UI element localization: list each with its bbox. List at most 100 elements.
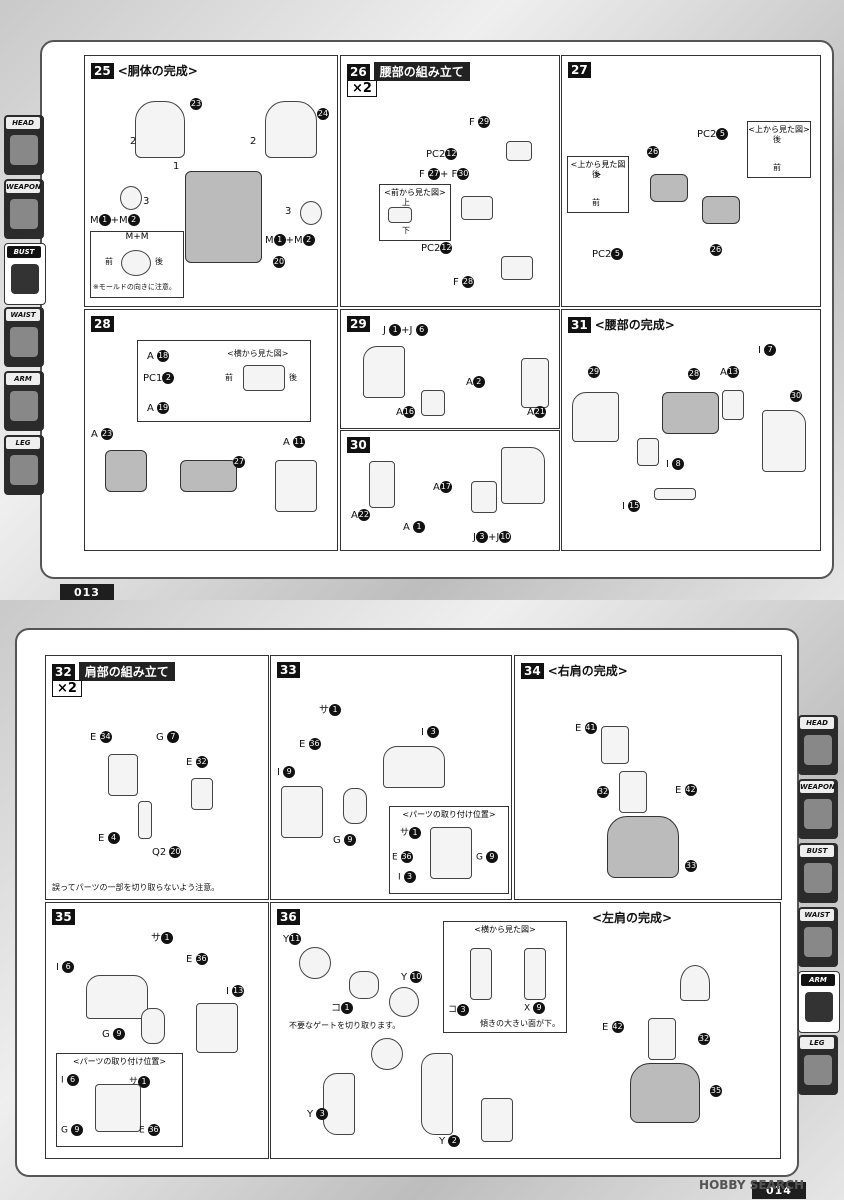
part-diagram bbox=[461, 196, 493, 220]
tab-waist[interactable]: WAIST bbox=[4, 307, 44, 367]
top-view-inset: <上から見た図> 後 前 bbox=[747, 121, 811, 178]
label: X bbox=[524, 1003, 531, 1014]
tab-head[interactable]: HEAD bbox=[798, 715, 838, 775]
label: A bbox=[466, 377, 473, 388]
part-diagram bbox=[421, 1053, 453, 1135]
step-title: 腰部の組み立て bbox=[373, 62, 470, 81]
callout: 17 bbox=[439, 481, 452, 493]
gate-note: 不要なゲートを切り取ります。 bbox=[289, 1021, 401, 1030]
label: A bbox=[403, 522, 410, 533]
tab-bust[interactable]: BUST bbox=[4, 243, 46, 305]
tab-label: HEAD bbox=[800, 717, 834, 729]
quantity-multiplier: ×2 bbox=[52, 680, 82, 697]
label: F bbox=[453, 277, 459, 288]
label: Q2 bbox=[152, 847, 167, 858]
step-number: 32 bbox=[52, 663, 75, 680]
label: I bbox=[398, 872, 401, 883]
step-header: 35 bbox=[52, 909, 75, 925]
inset-title: <横から見た図> bbox=[474, 925, 536, 934]
tab-label: WAIST bbox=[800, 909, 834, 921]
step-number: 27 bbox=[568, 62, 591, 78]
step-header: 29 bbox=[347, 316, 370, 332]
caution-note: 誤ってパーツの一部を切り取らないよう注意。 bbox=[52, 883, 220, 892]
waist-joint-diagram bbox=[650, 174, 688, 202]
part-diagram bbox=[243, 365, 285, 391]
label: +M bbox=[133, 232, 149, 242]
tab-leg[interactable]: LEG bbox=[798, 1035, 838, 1095]
tab-arm[interactable]: ARM bbox=[798, 971, 840, 1033]
step-title: <右肩の完成> bbox=[547, 664, 628, 678]
label: A bbox=[396, 407, 403, 418]
inset-title: <パーツの取り付け位置> bbox=[72, 1057, 167, 1066]
tab-weapon[interactable]: WEAPON bbox=[798, 779, 838, 839]
tab-label: HEAD bbox=[6, 117, 40, 129]
callout: 26 bbox=[710, 244, 722, 256]
step-number: 30 bbox=[347, 437, 370, 453]
hobby-search-watermark: HOBBY SEARCH bbox=[699, 1178, 804, 1192]
part-diagram bbox=[524, 948, 546, 1000]
callout: 32 bbox=[597, 786, 609, 798]
step-number: 25 bbox=[91, 62, 114, 79]
step-ref: 2 bbox=[250, 136, 257, 147]
head-icon bbox=[10, 135, 38, 165]
tab-arm[interactable]: ARM bbox=[4, 371, 44, 431]
step-header: 34<右肩の完成> bbox=[521, 662, 628, 679]
tab-label: WEAPON bbox=[6, 181, 41, 193]
label: +J bbox=[401, 325, 413, 336]
callout: 27 bbox=[427, 168, 440, 180]
tab-leg[interactable]: LEG bbox=[4, 435, 44, 495]
part-diagram bbox=[191, 778, 213, 810]
callout: 35 bbox=[710, 1085, 722, 1097]
waist-joint-diagram bbox=[702, 196, 740, 224]
top-view-inset: <上から見た図> 後 前 bbox=[567, 156, 629, 213]
weapon-icon bbox=[804, 799, 832, 829]
inset-title: <前から見た図> bbox=[384, 188, 446, 197]
callout: 28 bbox=[461, 276, 474, 288]
tab-weapon[interactable]: WEAPON bbox=[4, 179, 44, 239]
callout: 1 bbox=[98, 214, 111, 226]
part-diagram bbox=[680, 965, 710, 1001]
back-label: 後 bbox=[592, 170, 600, 179]
tab-label: LEG bbox=[800, 1037, 834, 1049]
part-diagram bbox=[141, 1008, 165, 1044]
callout: 19 bbox=[157, 402, 170, 414]
step-title: 肩部の組み立て bbox=[78, 662, 175, 681]
tab-bust[interactable]: BUST bbox=[798, 843, 838, 903]
part-diagram bbox=[196, 1003, 238, 1053]
bottom-manual-page: HEAD WEAPON BUST WAIST ARM LEG 014 HOBBY… bbox=[0, 600, 844, 1200]
label: G bbox=[102, 1029, 110, 1040]
part-diagram bbox=[120, 186, 142, 210]
label: I bbox=[56, 962, 59, 973]
inset-title: <横から見た図> bbox=[227, 349, 289, 358]
label: +M bbox=[285, 235, 303, 246]
label: G bbox=[156, 732, 164, 743]
arm-icon bbox=[10, 391, 38, 421]
label: I bbox=[758, 345, 761, 356]
mold-orientation-inset: M+M 前 後 ※モールドの向きに注意。 bbox=[90, 231, 184, 298]
label: E bbox=[186, 954, 193, 965]
step-number: 31 bbox=[568, 316, 591, 333]
label: E bbox=[392, 852, 398, 863]
callout: 36 bbox=[308, 738, 321, 750]
label: PC2 bbox=[421, 243, 441, 254]
shoulder-diagram bbox=[607, 816, 679, 878]
tab-head[interactable]: HEAD bbox=[4, 115, 44, 175]
down-label: 下 bbox=[402, 226, 410, 235]
callout: 2 bbox=[472, 376, 485, 388]
callout: 9 bbox=[343, 834, 356, 846]
callout: 21 bbox=[533, 406, 546, 418]
callout: 9 bbox=[485, 851, 498, 863]
back-label: 後 bbox=[773, 135, 781, 144]
part-diagram bbox=[389, 987, 419, 1017]
inset-title: <上から見た図> bbox=[570, 160, 626, 179]
bust-icon bbox=[804, 863, 832, 893]
label: E bbox=[299, 739, 306, 750]
tab-label: LEG bbox=[6, 437, 40, 449]
step-header: 28 bbox=[91, 316, 114, 332]
label: コ bbox=[331, 1003, 341, 1014]
tab-waist[interactable]: WAIST bbox=[798, 907, 838, 967]
